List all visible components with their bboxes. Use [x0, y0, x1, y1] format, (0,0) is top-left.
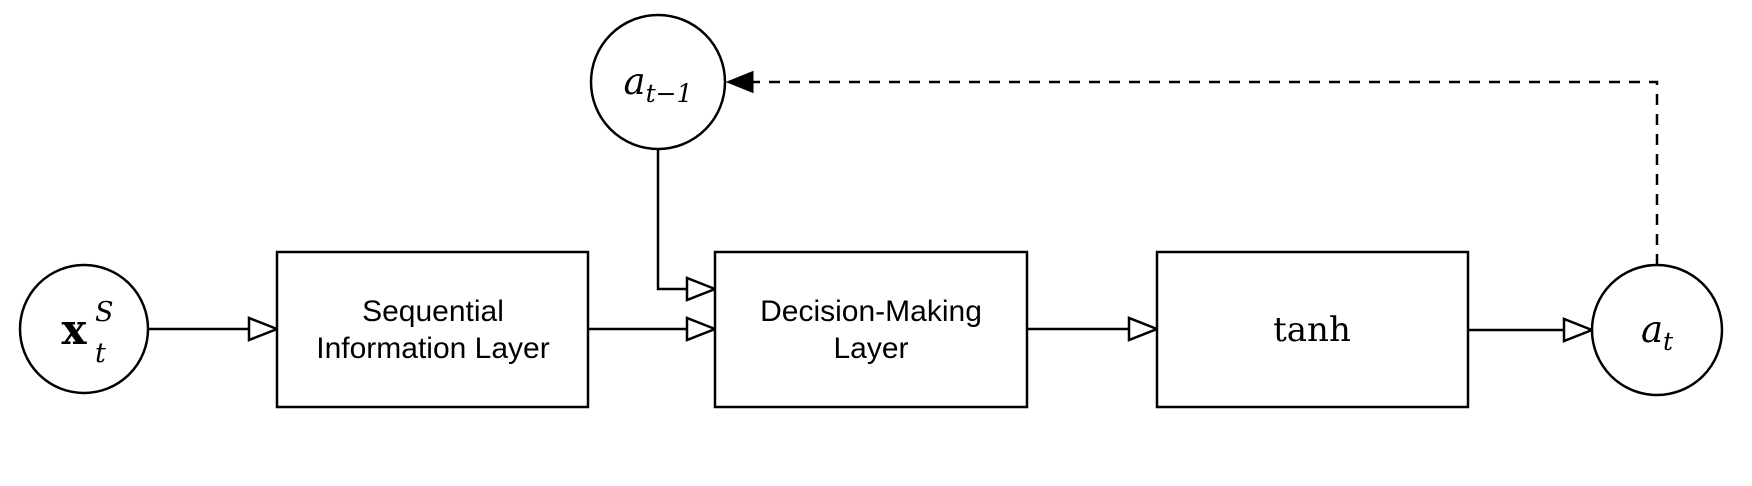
sequential-layer-label-line1: Sequential: [362, 295, 504, 328]
arrowhead-sequential-to-decision-icon: [685, 316, 719, 342]
input-state-label-base: x: [61, 305, 87, 354]
node-input-state: [18, 263, 150, 395]
arrowhead-prev-action-to-decision-icon: [685, 276, 719, 302]
decision-layer-label-line2: Layer: [833, 332, 908, 365]
prev-action-label: at−1: [624, 60, 693, 108]
arrowhead-feedback-icon: [725, 70, 754, 94]
node-action: [1590, 263, 1724, 397]
node-prev-action: [589, 13, 727, 151]
tanh-label: tanh: [1273, 310, 1351, 350]
action-label: at: [1641, 308, 1674, 356]
edge-prev-action-to-decision: [656, 149, 687, 291]
sequential-layer-label-line2: Information Layer: [316, 332, 549, 365]
prev-action-label-subscript: t−1: [646, 79, 693, 108]
edge-action-feedback-dashed: [753, 80, 1659, 265]
action-label-base: a: [1641, 308, 1663, 351]
arrowhead-tanh-to-action-icon: [1562, 317, 1596, 343]
arrowhead-decision-to-tanh-icon: [1127, 316, 1161, 342]
decision-layer-label-line1: Decision-Making: [760, 295, 982, 328]
box-tanh: [1155, 250, 1470, 409]
box-sequential-information-layer: [275, 250, 590, 409]
action-label-subscript: t: [1663, 327, 1674, 356]
box-decision-making-layer: [713, 250, 1029, 409]
arrowhead-input-to-sequential-icon: [247, 316, 281, 342]
input-state-label-subscript: t: [95, 338, 106, 369]
prev-action-label-base: a: [624, 60, 646, 103]
input-state-label-superscript: S: [95, 297, 114, 328]
